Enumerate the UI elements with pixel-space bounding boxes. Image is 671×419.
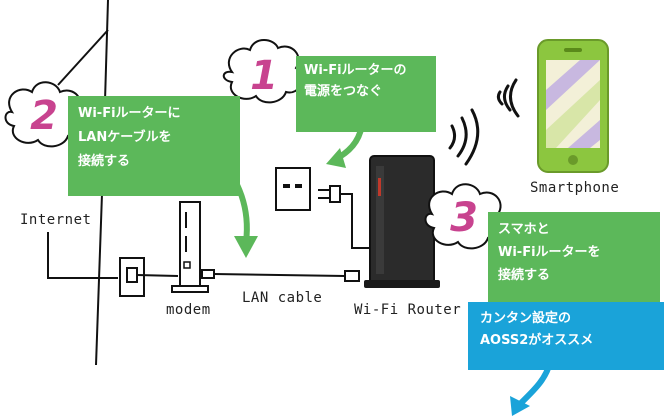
wifi-waves-router-icon [448,108,480,166]
power-outlet-icon [275,167,311,211]
internet-label: Internet [20,212,92,228]
wifi-waves-phone-icon [496,78,520,118]
smartphone-icon [537,39,609,173]
modem-icon [171,201,215,293]
lan-cable [213,273,346,277]
step1-box: Wi-Fiルーターの 電源をつなぐ [296,56,436,132]
step2-number: 2 [30,93,58,139]
smartphone-label: Smartphone [530,180,620,196]
internet-line [47,232,118,279]
power-plug-icon [318,185,372,249]
step2-box: Wi-Fiルーターに LANケーブルを 接続する [68,96,240,196]
step1-number: 1 [250,53,278,99]
lan-plug-icon [344,270,360,282]
lan-cable-label: LAN cable [242,290,323,306]
step3-box: スマホと Wi-Fiルーターを 接続する [488,212,660,306]
wifi-router-icon [364,155,440,288]
step3-number: 3 [450,195,478,241]
modem-label: modem [166,302,211,318]
router-label: Wi-Fi Router [354,302,462,318]
tip-box: カンタン設定の AOSS2がオススメ [468,302,664,370]
roof-line [57,29,109,86]
jack-modem-line [136,274,179,277]
